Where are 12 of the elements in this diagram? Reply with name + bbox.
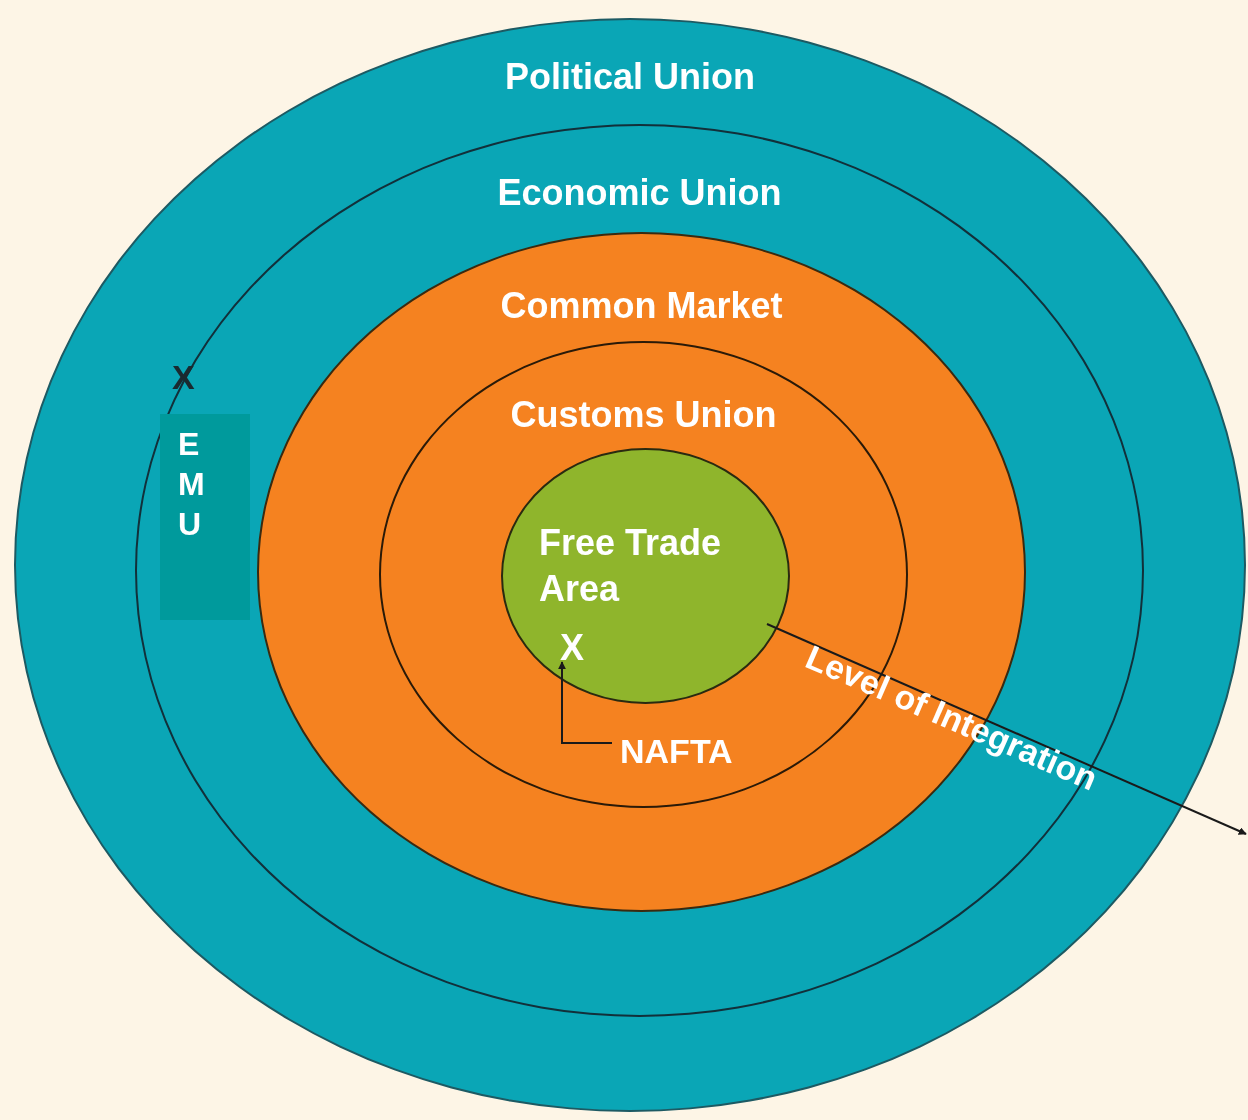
arrow	[766, 623, 1247, 835]
arrow	[558, 661, 613, 744]
economic-union-ellipse	[135, 124, 1144, 1017]
emu-label: EMU	[178, 425, 206, 544]
ellipse-label: Common Market	[499, 284, 784, 328]
nafta-label: NAFTA	[620, 731, 734, 772]
x-mark: X	[559, 626, 585, 670]
emu-box	[160, 414, 250, 620]
ellipse-label: Political Union	[504, 55, 756, 99]
ellipse-label: Customs Union	[509, 393, 778, 437]
ellipse-label: Economic Union	[496, 171, 783, 215]
circle-label: Free Trade Area	[539, 521, 723, 611]
